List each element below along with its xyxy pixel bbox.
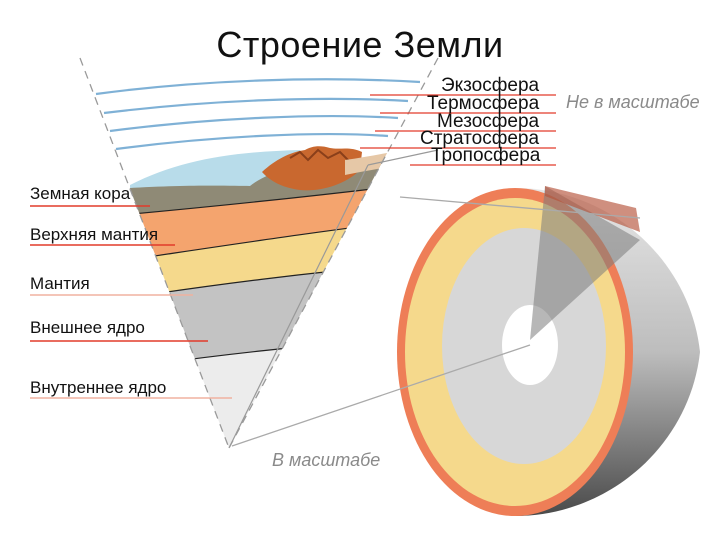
label-upper-mantle: Верхняя мантия (30, 226, 158, 244)
note-to-scale: В масштабе (272, 450, 380, 471)
note-not-to-scale: Не в масштабе (566, 92, 700, 113)
label-inner-core: Внутреннее ядро (30, 379, 166, 397)
globe-cutaway (397, 186, 700, 516)
label-mantle: Мантия (30, 275, 90, 293)
troposphere-strata (345, 145, 430, 175)
label-crust: Земная кора (30, 185, 130, 203)
page-title: Строение Земли (0, 24, 720, 66)
earth-wedge (100, 145, 430, 460)
atmosphere-arcs (96, 79, 420, 149)
label-troposphere: Тропосфера (431, 146, 540, 165)
label-outer-core: Внешнее ядро (30, 319, 145, 337)
